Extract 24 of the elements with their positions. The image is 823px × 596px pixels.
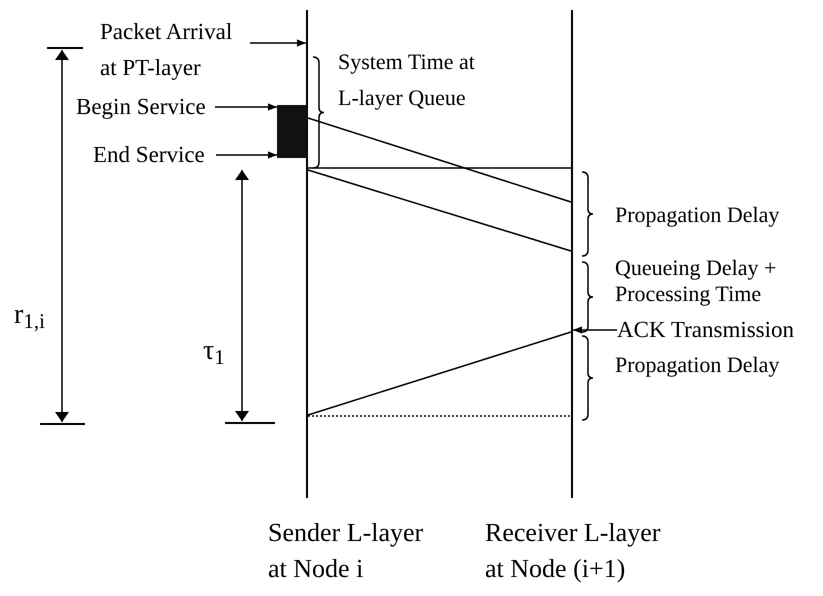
node-caption: Receiver L-layer at Node (i+1) — [485, 517, 662, 585]
signal-line — [308, 415, 571, 417]
event-label: End Service — [93, 142, 216, 168]
arrow — [215, 103, 277, 111]
signal-line — [308, 167, 571, 169]
event-label: ACK Transmission — [617, 317, 812, 343]
interval-label: Propagation Delay — [615, 202, 780, 228]
node-caption: Sender L-layer at Node i — [268, 517, 424, 585]
arrow — [250, 39, 306, 47]
dimension-label: r$_{1,i}$ — [14, 298, 46, 332]
signal-line — [308, 331, 572, 416]
arrow — [573, 326, 617, 334]
arrow — [216, 151, 277, 159]
event-label: Packet Arrival at PT-layer — [100, 14, 250, 86]
interval-label: Queueing Delay + Processing Time — [615, 255, 778, 307]
interval-label: Propagation Delay — [615, 352, 780, 378]
signal-line — [308, 117, 572, 203]
event-label: Begin Service — [76, 94, 215, 120]
service-block — [277, 105, 307, 158]
interval-label: System Time at L-layer Queue — [338, 48, 476, 112]
timeline-line — [306, 10, 308, 498]
signal-line — [308, 169, 572, 252]
dimension-label: τ$_{1}$ — [203, 334, 226, 368]
timeline-line — [571, 10, 573, 498]
